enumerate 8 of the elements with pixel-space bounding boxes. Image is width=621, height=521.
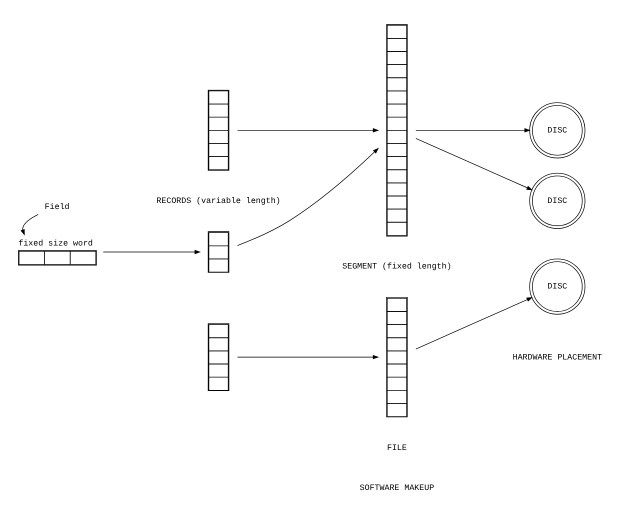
arrow [416, 128, 531, 132]
arrow [102, 249, 201, 254]
arrow [237, 354, 380, 359]
arrow [416, 138, 533, 190]
arrow [237, 147, 379, 246]
arrow [237, 128, 380, 132]
arrow [20, 214, 39, 236]
arrow [416, 296, 533, 349]
